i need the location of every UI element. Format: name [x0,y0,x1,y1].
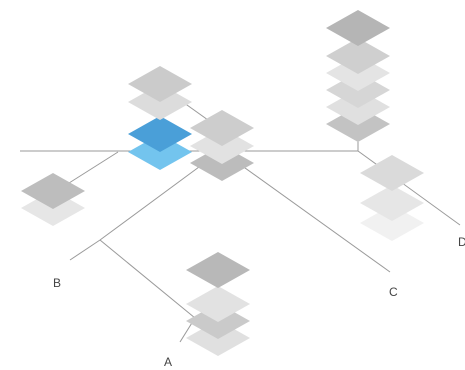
label-b: B [53,276,61,290]
line-to-c [219,149,391,273]
blue-tile-stack [128,66,192,170]
left-tile-stack [21,173,85,226]
line-to-b [69,239,101,261]
tile-layer [360,155,424,191]
tile-layer [360,185,424,221]
faded-right-tile-stack [360,155,424,241]
label-c: C [389,285,398,299]
tile-layer [186,252,250,288]
label-a: A [164,355,172,369]
center-tile-stack [190,110,254,181]
line-to-lower-stack [99,239,196,319]
tile-layer [360,205,424,241]
tile-layer [190,110,254,146]
tile-layer [326,10,390,46]
lower-tile-stack [186,252,250,356]
label-d: D [458,235,465,249]
tile-layer [128,66,192,102]
line-to-d [357,150,461,226]
tile-layer [326,38,390,74]
tile-layer-highlight [128,116,192,152]
tile-layer [21,173,85,209]
tile-layer [186,286,250,322]
tall-right-tile-stack [326,10,390,142]
